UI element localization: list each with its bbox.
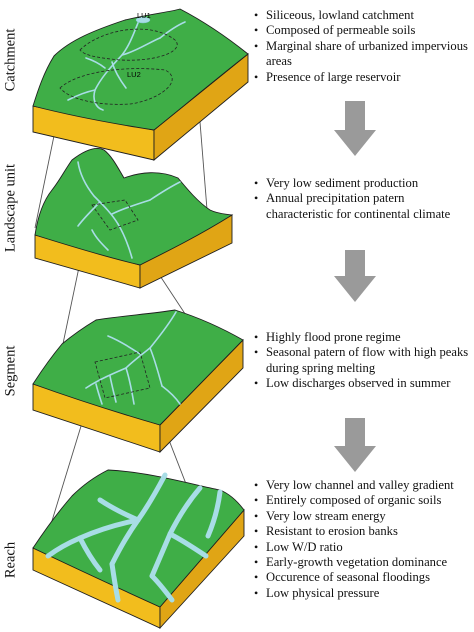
catchment-characteristics-list: Siliceous, lowland catchment Composed of…: [254, 8, 470, 85]
landscape-river-network: [77, 161, 181, 259]
segment-boundary-outline: [91, 199, 139, 231]
list-item: Resistant to erosion banks: [254, 524, 470, 540]
segment-block: [32, 309, 244, 454]
tag-lu1: LU1: [137, 11, 151, 20]
list-item: Presence of large reservoir: [254, 70, 470, 86]
list-item: Entirely composed of organic soils: [254, 493, 470, 509]
reach-terrain-top: [32, 469, 245, 608]
landscape-unit-characteristics-list: Very low sediment production Annual prec…: [254, 176, 470, 222]
list-item: Early-growth vegetation dominance: [254, 555, 470, 571]
list-item: Low discharges observed in summer: [254, 376, 470, 392]
down-arrow-2: [334, 250, 376, 302]
list-item: Seasonal patern of flow with high peaks …: [254, 345, 470, 376]
down-arrow-3: [334, 418, 376, 472]
level-label-reach: Reach: [2, 541, 19, 579]
list-item: Annual precipitation patern characterist…: [254, 191, 470, 222]
list-item: Highly flood prone regime: [254, 330, 470, 346]
sub-unit-boundary-lu2: [59, 68, 173, 105]
landscape-unit-block: [34, 148, 234, 289]
level-label-segment: Segment: [2, 345, 19, 397]
catchment-terrain-top: [32, 8, 249, 131]
sub-unit-boundary-lu1: [79, 28, 178, 61]
level-label-landscape-unit: Landscape unit: [2, 163, 19, 253]
reach-river-network: [45, 472, 223, 603]
landscape-terrain-top: [34, 148, 234, 266]
segment-characteristics-list: Highly flood prone regime Seasonal pater…: [254, 330, 470, 392]
reach-boundary-outline: [94, 351, 151, 399]
list-item: Low W/D ratio: [254, 540, 470, 556]
list-item: Very low sediment production: [254, 176, 470, 192]
segment-river-network: [85, 311, 181, 405]
list-item: Low physical pressure: [254, 586, 470, 602]
list-item: Occurence of seasonal floodings: [254, 570, 470, 586]
list-item: Siliceous, lowland catchment: [254, 8, 470, 24]
tag-lu2: LU2: [127, 70, 141, 79]
catchment-block: LU1 LU2: [32, 8, 249, 161]
down-arrows: [334, 101, 376, 472]
list-item: Very low stream energy: [254, 509, 470, 525]
level-label-catchment: Catchment: [2, 28, 19, 92]
reservoir: [135, 16, 151, 24]
list-item: Composed of permeable soils: [254, 23, 470, 39]
segment-terrain-top: [32, 309, 244, 426]
list-item: Marginal share of urbanized impervious a…: [254, 39, 470, 70]
list-item: Very low channel and valley gradient: [254, 478, 470, 494]
reach-characteristics-list: Very low channel and valley gradient Ent…: [254, 478, 470, 602]
reach-block: [32, 469, 245, 630]
down-arrow-1: [334, 101, 376, 156]
